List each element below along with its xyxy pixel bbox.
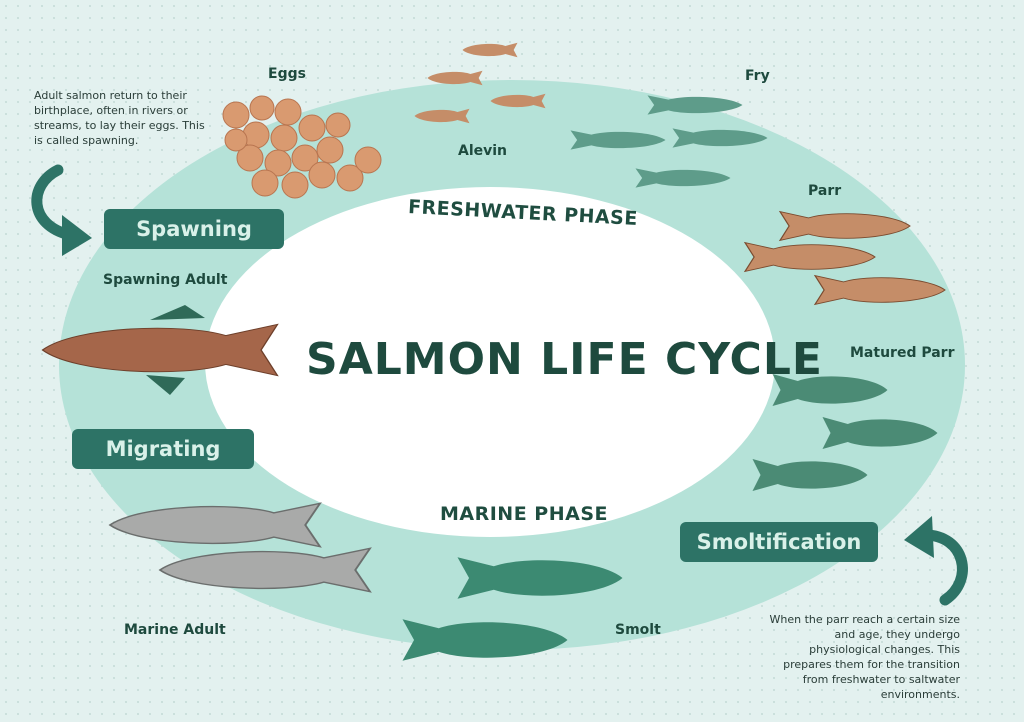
spawning-arrow-icon	[31, 164, 76, 241]
spawning-adult-fish	[41, 305, 279, 395]
process-migrating-badge: Migrating	[72, 429, 254, 469]
spawning-arrowhead	[62, 215, 92, 256]
alevin-fish	[462, 42, 518, 58]
stage-label-smolt: Smolt	[615, 622, 661, 638]
stage-label-marine-adult: Marine Adult	[124, 622, 226, 638]
process-smoltification-badge: Smoltification	[680, 522, 878, 562]
spawning-note: Adult salmon return to their birthplace,…	[34, 89, 205, 147]
fry-fish	[647, 95, 743, 115]
page-title: SALMON LIFE CYCLE	[306, 334, 823, 385]
stage-label-parr: Parr	[808, 183, 842, 199]
stage-label-alevin: Alevin	[458, 143, 508, 159]
stage-label-fry: Fry	[745, 68, 770, 84]
process-spawning-badge: Spawning	[104, 209, 284, 249]
eggs-cluster	[222, 95, 382, 199]
smoltification-note: When the parr reach a certain size and a…	[769, 613, 961, 701]
marine-phase-label: MARINE PHASE	[440, 503, 609, 525]
alevin-fish	[427, 70, 483, 86]
smoltification-arrowhead	[904, 516, 934, 558]
stage-label-spawning-adult: Spawning Adult	[103, 272, 228, 288]
smoltification-arrow-icon	[919, 529, 968, 606]
stage-label-matured-parr: Matured Parr	[850, 345, 955, 361]
center-disc	[205, 187, 775, 537]
stage-label-eggs: Eggs	[268, 66, 306, 82]
